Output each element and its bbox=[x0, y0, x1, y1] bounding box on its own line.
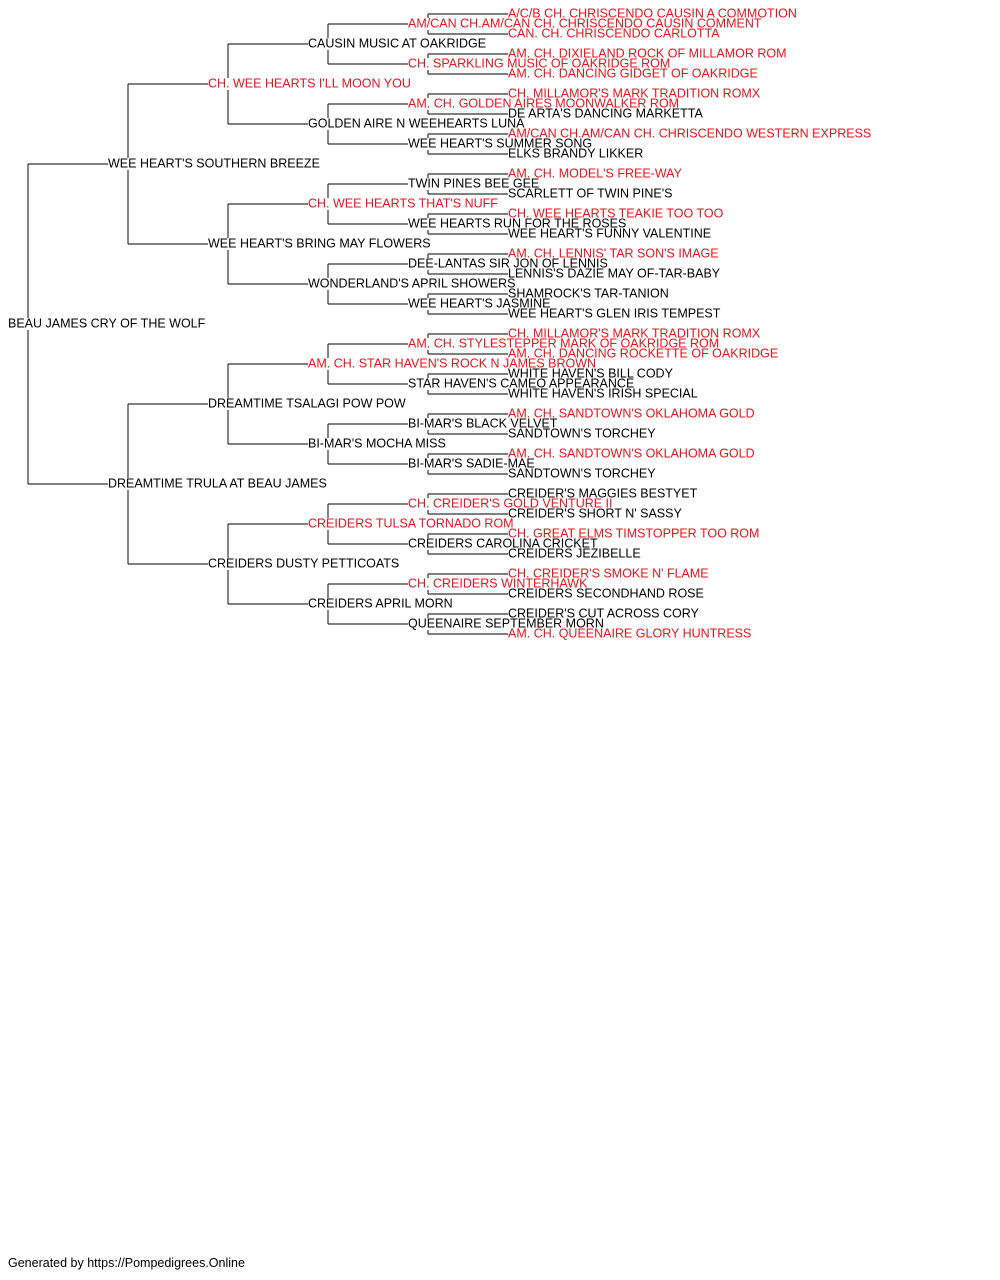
dam-name: AM. CH. DANCING ROCKETTE OF OAKRIDGE bbox=[508, 346, 778, 360]
dam-name: STAR HAVEN'S CAMEO APPEARANCE bbox=[408, 376, 634, 390]
sire-name: AM. CH. GOLDEN AIRES MOONWALKER ROM bbox=[408, 96, 679, 110]
dam-name: WEE HEART'S SUMMER SONG bbox=[408, 136, 592, 150]
sire-name: BI-MAR'S BLACK VELVET bbox=[408, 416, 558, 430]
sire-name: CREIDER'S CUT ACROSS CORY bbox=[508, 606, 700, 620]
sire-name: CH. CREIDERS WINTERHAWK bbox=[408, 576, 588, 590]
dam-name: AM. CH. DANCING GIDGET OF OAKRIDGE bbox=[508, 66, 758, 80]
sire-name: DREAMTIME TSALAGI POW POW bbox=[208, 396, 406, 410]
sire-name: SHAMROCK'S TAR-TANION bbox=[508, 286, 669, 300]
sire-name: A/C/B CH. CHRISCENDO CAUSIN A COMMOTION bbox=[508, 6, 797, 20]
sire-name: CH. GREAT ELMS TIMSTOPPER TOO ROM bbox=[508, 526, 759, 540]
sire-name: AM. CH. STYLESTEPPER MARK OF OAKRIDGE RO… bbox=[408, 336, 719, 350]
dam-name: GOLDEN AIRE N WEEHEARTS LUNA bbox=[308, 116, 525, 130]
dam-name: CREIDER'S SHORT N' SASSY bbox=[508, 506, 682, 520]
sire-name: CREIDERS TULSA TORNADO ROM bbox=[308, 516, 514, 530]
sire-name: AM. CH. SANDTOWN'S OKLAHOMA GOLD bbox=[508, 406, 755, 420]
dam-name: WEE HEART'S FUNNY VALENTINE bbox=[508, 226, 711, 240]
dam-name: WHITE HAVEN'S IRISH SPECIAL bbox=[508, 386, 698, 400]
sire-name: CH. MILLAMOR'S MARK TRADITION ROMX bbox=[508, 86, 761, 100]
sire-name: CAUSIN MUSIC AT OAKRIDGE bbox=[308, 36, 486, 50]
dam-name: CREIDERS CAROLINA CRICKET bbox=[408, 536, 598, 550]
dam-name: WEE HEART'S BRING MAY FLOWERS bbox=[208, 236, 431, 250]
dam-name: DREAMTIME TRULA AT BEAU JAMES bbox=[108, 476, 327, 490]
sire-name: CH. CREIDER'S SMOKE N' FLAME bbox=[508, 566, 709, 580]
subject-name: BEAU JAMES CRY OF THE WOLF bbox=[8, 316, 206, 330]
dam-name: DE ARTA'S DANCING MARKETTA bbox=[508, 106, 703, 120]
sire-name: CH. WEE HEARTS THAT'S NUFF bbox=[308, 196, 498, 210]
dam-name: CH. SPARKLING MUSIC OF OAKRIDGE ROM bbox=[408, 56, 670, 70]
sire-name: WHITE HAVEN'S BILL CODY bbox=[508, 366, 674, 380]
dam-name: WONDERLAND'S APRIL SHOWERS bbox=[308, 276, 516, 290]
dam-name: CAN. CH. CHRISCENDO CARLOTTA bbox=[508, 26, 720, 40]
dam-name: BI-MAR'S SADIE-MAE bbox=[408, 456, 535, 470]
dam-name: QUEENAIRE SEPTEMBER MORN bbox=[408, 616, 604, 630]
dam-name: CREIDERS APRIL MORN bbox=[308, 596, 453, 610]
dam-name: AM. CH. QUEENAIRE GLORY HUNTRESS bbox=[508, 626, 751, 640]
sire-name: AM. CH. STAR HAVEN'S ROCK N JAMES BROWN bbox=[308, 356, 596, 370]
sire-name: AM/CAN CH.AM/CAN CH. CHRISCENDO CAUSIN C… bbox=[408, 16, 762, 30]
dam-name: WEE HEART'S JASMINE bbox=[408, 296, 550, 310]
sire-name: CH. MILLAMOR'S MARK TRADITION ROMX bbox=[508, 326, 761, 340]
sire-name: CH. CREIDER'S GOLD VENTURE II bbox=[408, 496, 613, 510]
sire-name: AM/CAN CH.AM/CAN CH. CHRISCENDO WESTERN … bbox=[508, 126, 871, 140]
sire-name: AM. CH. SANDTOWN'S OKLAHOMA GOLD bbox=[508, 446, 755, 460]
sire-name: AM. CH. DIXIELAND ROCK OF MILLAMOR ROM bbox=[508, 46, 787, 60]
sire-name: CH. WEE HEARTS TEAKIE TOO TOO bbox=[508, 206, 724, 220]
sire-name: DEE-LANTAS SIR JON OF LENNIS bbox=[408, 256, 608, 270]
sire-name: AM. CH. MODEL'S FREE-WAY bbox=[508, 166, 683, 180]
dam-name: CREIDERS SECONDHAND ROSE bbox=[508, 586, 704, 600]
dam-name: ELKS BRANDY LIKKER bbox=[508, 146, 643, 160]
sire-name: AM. CH. LENNIS' TAR SON'S IMAGE bbox=[508, 246, 719, 260]
sire-name: CREIDER'S MAGGIES BESTYET bbox=[508, 486, 698, 500]
dam-name: BI-MAR'S MOCHA MISS bbox=[308, 436, 446, 450]
footer-credit: Generated by https://Pompedigrees.Online bbox=[8, 1256, 245, 1270]
dam-name: LENNIS'S DAZIE MAY OF-TAR-BABY bbox=[508, 266, 721, 280]
dam-name: CREIDERS JEZIBELLE bbox=[508, 546, 641, 560]
sire-name: WEE HEART'S SOUTHERN BREEZE bbox=[108, 156, 320, 170]
dam-name: CREIDERS DUSTY PETTICOATS bbox=[208, 556, 399, 570]
dam-name: SANDTOWN'S TORCHEY bbox=[508, 426, 656, 440]
dam-name: WEE HEARTS RUN FOR THE ROSES bbox=[408, 216, 626, 230]
dam-name: SCARLETT OF TWIN PINE'S bbox=[508, 186, 672, 200]
dam-name: SANDTOWN'S TORCHEY bbox=[508, 466, 656, 480]
sire-name: TWIN PINES BEE GEE bbox=[408, 176, 539, 190]
sire-name: CH. WEE HEARTS I'LL MOON YOU bbox=[208, 76, 411, 90]
dam-name: WEE HEART'S GLEN IRIS TEMPEST bbox=[508, 306, 721, 320]
